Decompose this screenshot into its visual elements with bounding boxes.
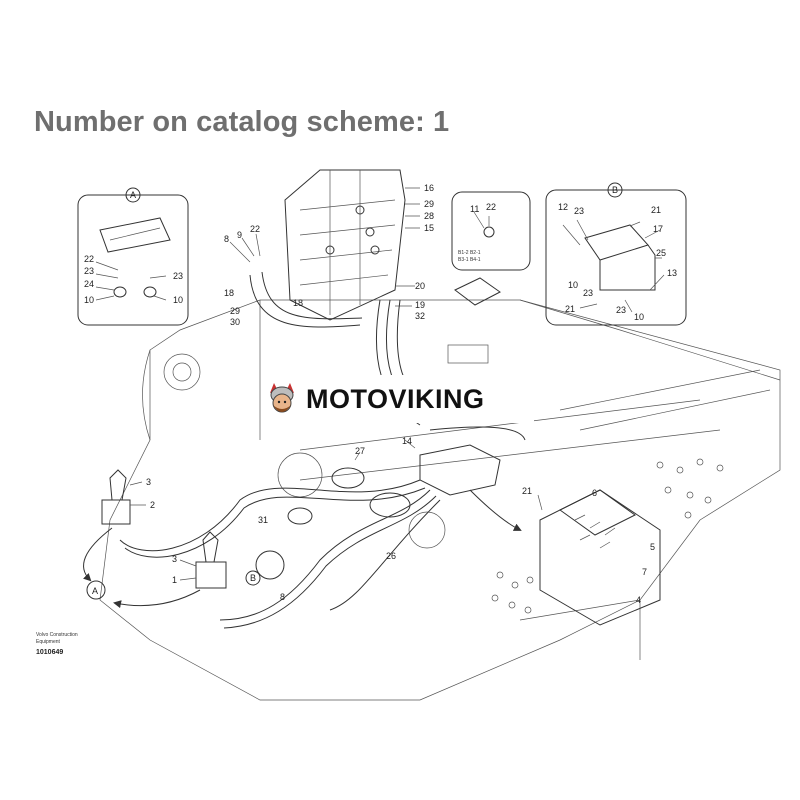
callout-3: 3 <box>146 477 151 487</box>
callout-10b: 10 <box>173 295 183 305</box>
callout-17: 17 <box>653 224 663 234</box>
callout-22-mid: 22 <box>486 202 496 212</box>
callout-23: 23 <box>84 266 94 276</box>
hose-bundles <box>119 271 526 629</box>
arrow-label-a-circle <box>86 580 106 600</box>
svg-text:B1-2 B2-1: B1-2 B2-1 <box>458 250 481 256</box>
callout-19: 19 <box>415 300 425 310</box>
callout-4: 4 <box>636 595 641 605</box>
callout-12: 12 <box>558 202 568 212</box>
swing-arrow-2 <box>113 589 201 609</box>
callout-31: 31 <box>258 515 268 525</box>
callout-22: 22 <box>84 254 94 264</box>
callout-21-b: 21 <box>651 205 661 215</box>
callout-29: 29 <box>424 199 434 209</box>
page-title: Number on catalog scheme: 1 <box>34 106 450 138</box>
fitting-clusters <box>491 458 724 614</box>
callout-10-b: 10 <box>568 280 578 290</box>
footer-line1: Volvo Construction <box>36 632 78 638</box>
exploded-block: 21 6 5 7 4 <box>469 486 661 626</box>
callout-8-lower: 8 <box>280 592 285 602</box>
callout-21-lower: 21 <box>522 486 532 496</box>
callout-1: 1 <box>172 575 177 585</box>
callout-23-b: 23 <box>574 206 584 216</box>
callout-18-b: 18 <box>293 298 303 308</box>
callout-8: 8 <box>224 234 229 244</box>
detail-b: B 12 23 21 17 25 13 10 23 21 23 10 <box>545 182 687 326</box>
callout-25: 25 <box>656 248 666 258</box>
callout-28: 28 <box>424 211 434 221</box>
brand-watermark: MOTOVIKING <box>262 375 534 423</box>
callout-20: 20 <box>415 281 425 291</box>
footer-code: 1010649 <box>36 649 63 656</box>
callout-22-valve: 22 <box>250 224 260 234</box>
control-valve: 16 29 28 15 9 22 8 18 20 29 30 18 19 32 <box>224 169 501 327</box>
callout-6: 6 <box>592 488 597 498</box>
callout-23b: 23 <box>173 271 183 281</box>
callout-21-b2: 21 <box>565 304 575 314</box>
viking-logo-icon <box>270 383 294 413</box>
callout-29-b: 29 <box>230 306 240 316</box>
callout-23-b2: 23 <box>583 288 593 298</box>
callout-18: 18 <box>224 288 234 298</box>
svg-text:B3-1 B4-1: B3-1 B4-1 <box>458 257 481 263</box>
detail-a-title: A <box>130 190 136 200</box>
callout-2: 2 <box>150 500 155 510</box>
callout-7: 7 <box>642 567 647 577</box>
callout-24: 24 <box>84 279 94 289</box>
callout-14: 14 <box>402 436 412 446</box>
callout-11: 11 <box>470 204 479 214</box>
arrow-label-a: A <box>92 586 98 596</box>
callout-30: 30 <box>230 317 240 327</box>
callout-13: 13 <box>667 268 677 278</box>
detail-a: A 22 23 24 10 10 23 <box>77 187 189 326</box>
lower-assemblies: 27 14 3 2 31 26 3 1 8 B <box>101 436 501 602</box>
callout-10-b2: 10 <box>634 312 644 322</box>
detail-mid: 22 11 B1-2 B2-1 B3-1 B4-1 <box>451 191 531 271</box>
callout-5: 5 <box>650 542 655 552</box>
footer-line2: Equipment <box>36 639 61 645</box>
callout-15: 15 <box>424 223 434 233</box>
swing-arrow-1 <box>82 527 113 582</box>
brand-name: MOTOVIKING <box>306 383 485 414</box>
arrow-label-b: B <box>250 573 256 583</box>
callout-9: 9 <box>237 230 242 240</box>
callout-16: 16 <box>424 183 434 193</box>
callout-32: 32 <box>415 311 425 321</box>
callout-3-b: 3 <box>172 554 177 564</box>
callout-26: 26 <box>386 551 396 561</box>
callout-10: 10 <box>84 295 94 305</box>
callout-23-b3: 23 <box>616 305 626 315</box>
detail-b-title: B <box>612 185 618 195</box>
callout-27: 27 <box>355 446 365 456</box>
